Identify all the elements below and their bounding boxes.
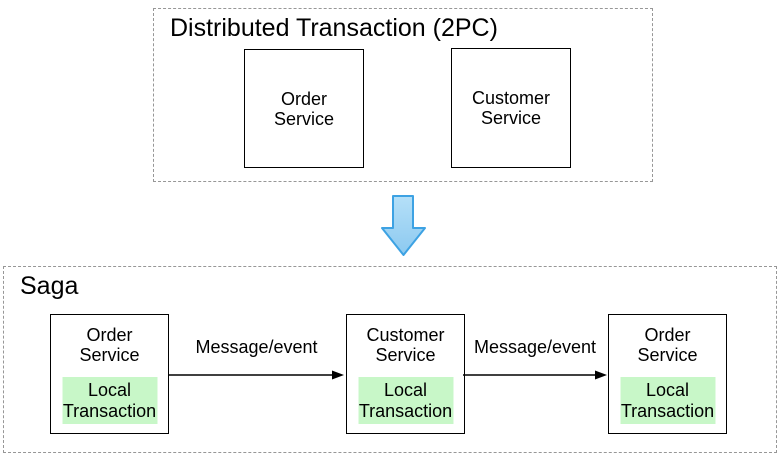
local-transaction-box-2: Local Transaction [358,377,453,424]
down-arrow-icon [381,195,426,256]
saga-order-service-label-2: Order Service [637,325,698,365]
message-arrow-icon-1 [169,370,344,380]
saga-order-service-box-2: Order Service Local Transaction [608,314,727,434]
distributed-transaction-title: Distributed Transaction (2PC) [170,14,498,42]
saga-frame: Saga Order Service Local Transaction Mes… [3,266,777,453]
order-service-box: Order Service [244,49,364,168]
message-event-label-1: Message/event [195,337,318,357]
message-arrow-icon-2 [463,370,607,380]
local-transaction-box-1: Local Transaction [62,377,157,424]
distributed-transaction-frame: Distributed Transaction (2PC) Order Serv… [153,8,653,182]
customer-service-box: Customer Service [451,48,571,168]
order-service-label: Order Service [273,88,335,129]
message-event-label-2: Message/event [473,337,597,357]
saga-customer-service-box: Customer Service Local Transaction [346,314,465,434]
local-transaction-box-3: Local Transaction [620,377,715,424]
saga-order-service-box-1: Order Service Local Transaction [50,314,169,434]
saga-customer-service-label: Customer Service [366,325,445,365]
customer-service-label: Customer Service [471,88,551,128]
saga-order-service-label-1: Order Service [79,325,140,365]
saga-title: Saga [20,272,79,300]
